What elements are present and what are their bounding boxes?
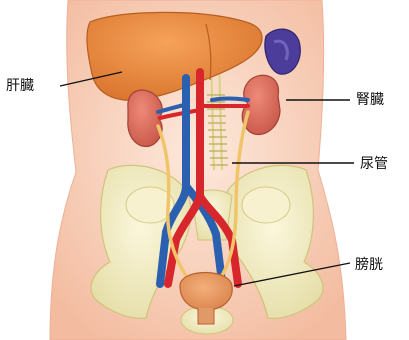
bladder — [180, 273, 232, 311]
label-kidney: 腎臓 — [356, 92, 384, 108]
label-liver: 肝臓 — [6, 78, 34, 94]
pelvic-opening-right — [242, 187, 290, 223]
label-bladder: 膀胱 — [355, 257, 383, 273]
urethra — [198, 308, 214, 324]
kidney-left — [128, 90, 162, 146]
label-ureter: 尿管 — [360, 156, 388, 172]
